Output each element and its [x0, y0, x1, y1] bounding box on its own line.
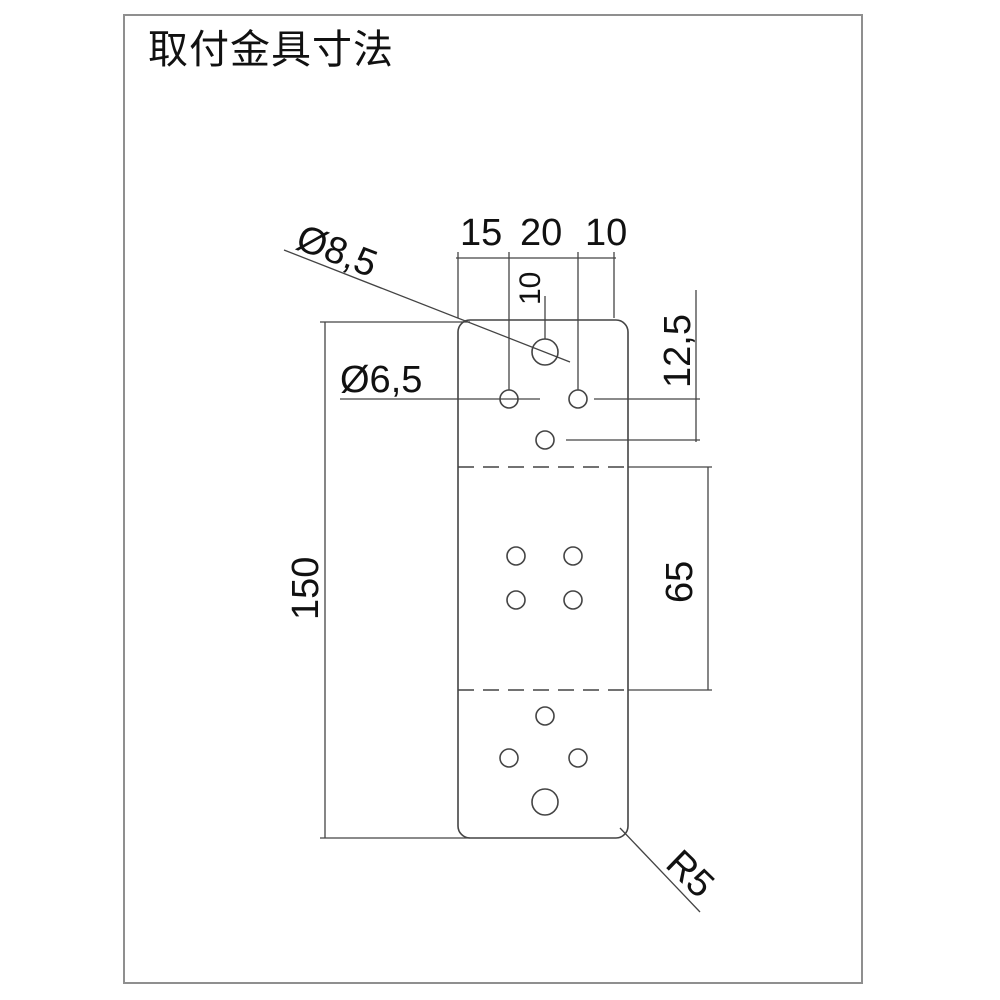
drawing-frame — [123, 14, 863, 984]
hole-small — [506, 546, 526, 566]
hole-large-bottom — [531, 788, 559, 816]
hole-small — [506, 590, 526, 610]
dim-length: 150 — [285, 557, 327, 620]
hole-small — [563, 590, 583, 610]
dim-corner-radius: R5 — [658, 842, 722, 906]
hole-small — [568, 748, 588, 768]
dim-hole-pitch: 12,5 — [657, 314, 699, 388]
hole-small — [563, 546, 583, 566]
hole-small — [499, 748, 519, 768]
dim-width-right: 10 — [585, 212, 627, 254]
drawing-title: 取付金具寸法 — [148, 27, 394, 73]
bracket-plate-outline — [457, 319, 629, 839]
dim-hole-large: Ø8,5 — [291, 217, 383, 286]
dim-middle-span: 65 — [659, 561, 701, 603]
hole-small — [568, 389, 588, 409]
dim-width-mid: 20 — [520, 212, 562, 254]
dim-hole-small: Ø6,5 — [340, 359, 422, 401]
dimension-lines — [283, 249, 712, 913]
hole-small — [535, 430, 555, 450]
dim-top-offset: 10 — [514, 272, 547, 305]
hole-small — [535, 706, 555, 726]
dim-width-left: 15 — [460, 212, 502, 254]
